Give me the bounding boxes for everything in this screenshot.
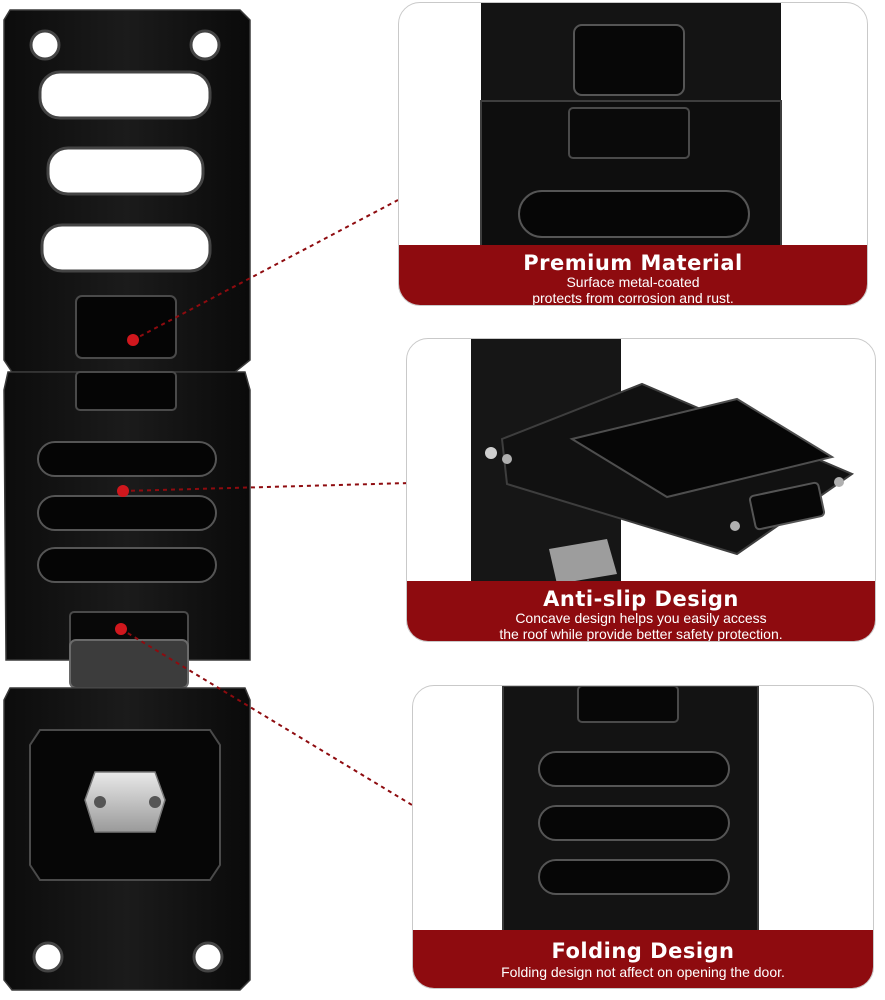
material-detail-photo [480, 3, 782, 253]
mount-hole [189, 29, 221, 61]
feature-desc-line1: Folding design not affect on opening the… [501, 964, 785, 980]
feature-desc-line2: the roof while provide better safety pro… [499, 626, 783, 642]
mount-hole [32, 941, 64, 973]
feature-title: Anti-slip Design [543, 587, 739, 611]
mount-hole [29, 29, 61, 61]
feature-title: Premium Material [523, 251, 743, 275]
feature-desc-line1: Surface metal-coated [566, 274, 700, 290]
feature-panel-antislip: Anti-slip Design Concave design helps yo… [406, 338, 876, 642]
feature-panel-folding: Folding Design Folding design not affect… [412, 685, 874, 989]
feature-desc-line1: Concave design helps you easily access [515, 610, 767, 626]
feature-desc-line2: protects from corrosion and rust. [532, 290, 734, 306]
feature-panel-material: Premium Material Surface metal-coated pr… [398, 2, 868, 306]
hinge [69, 639, 189, 689]
mount-hole [192, 941, 224, 973]
feature-title: Folding Design [551, 939, 735, 963]
folding-detail-photo [502, 686, 759, 936]
antislip-detail-photo [471, 339, 855, 589]
product-photo [3, 9, 251, 991]
